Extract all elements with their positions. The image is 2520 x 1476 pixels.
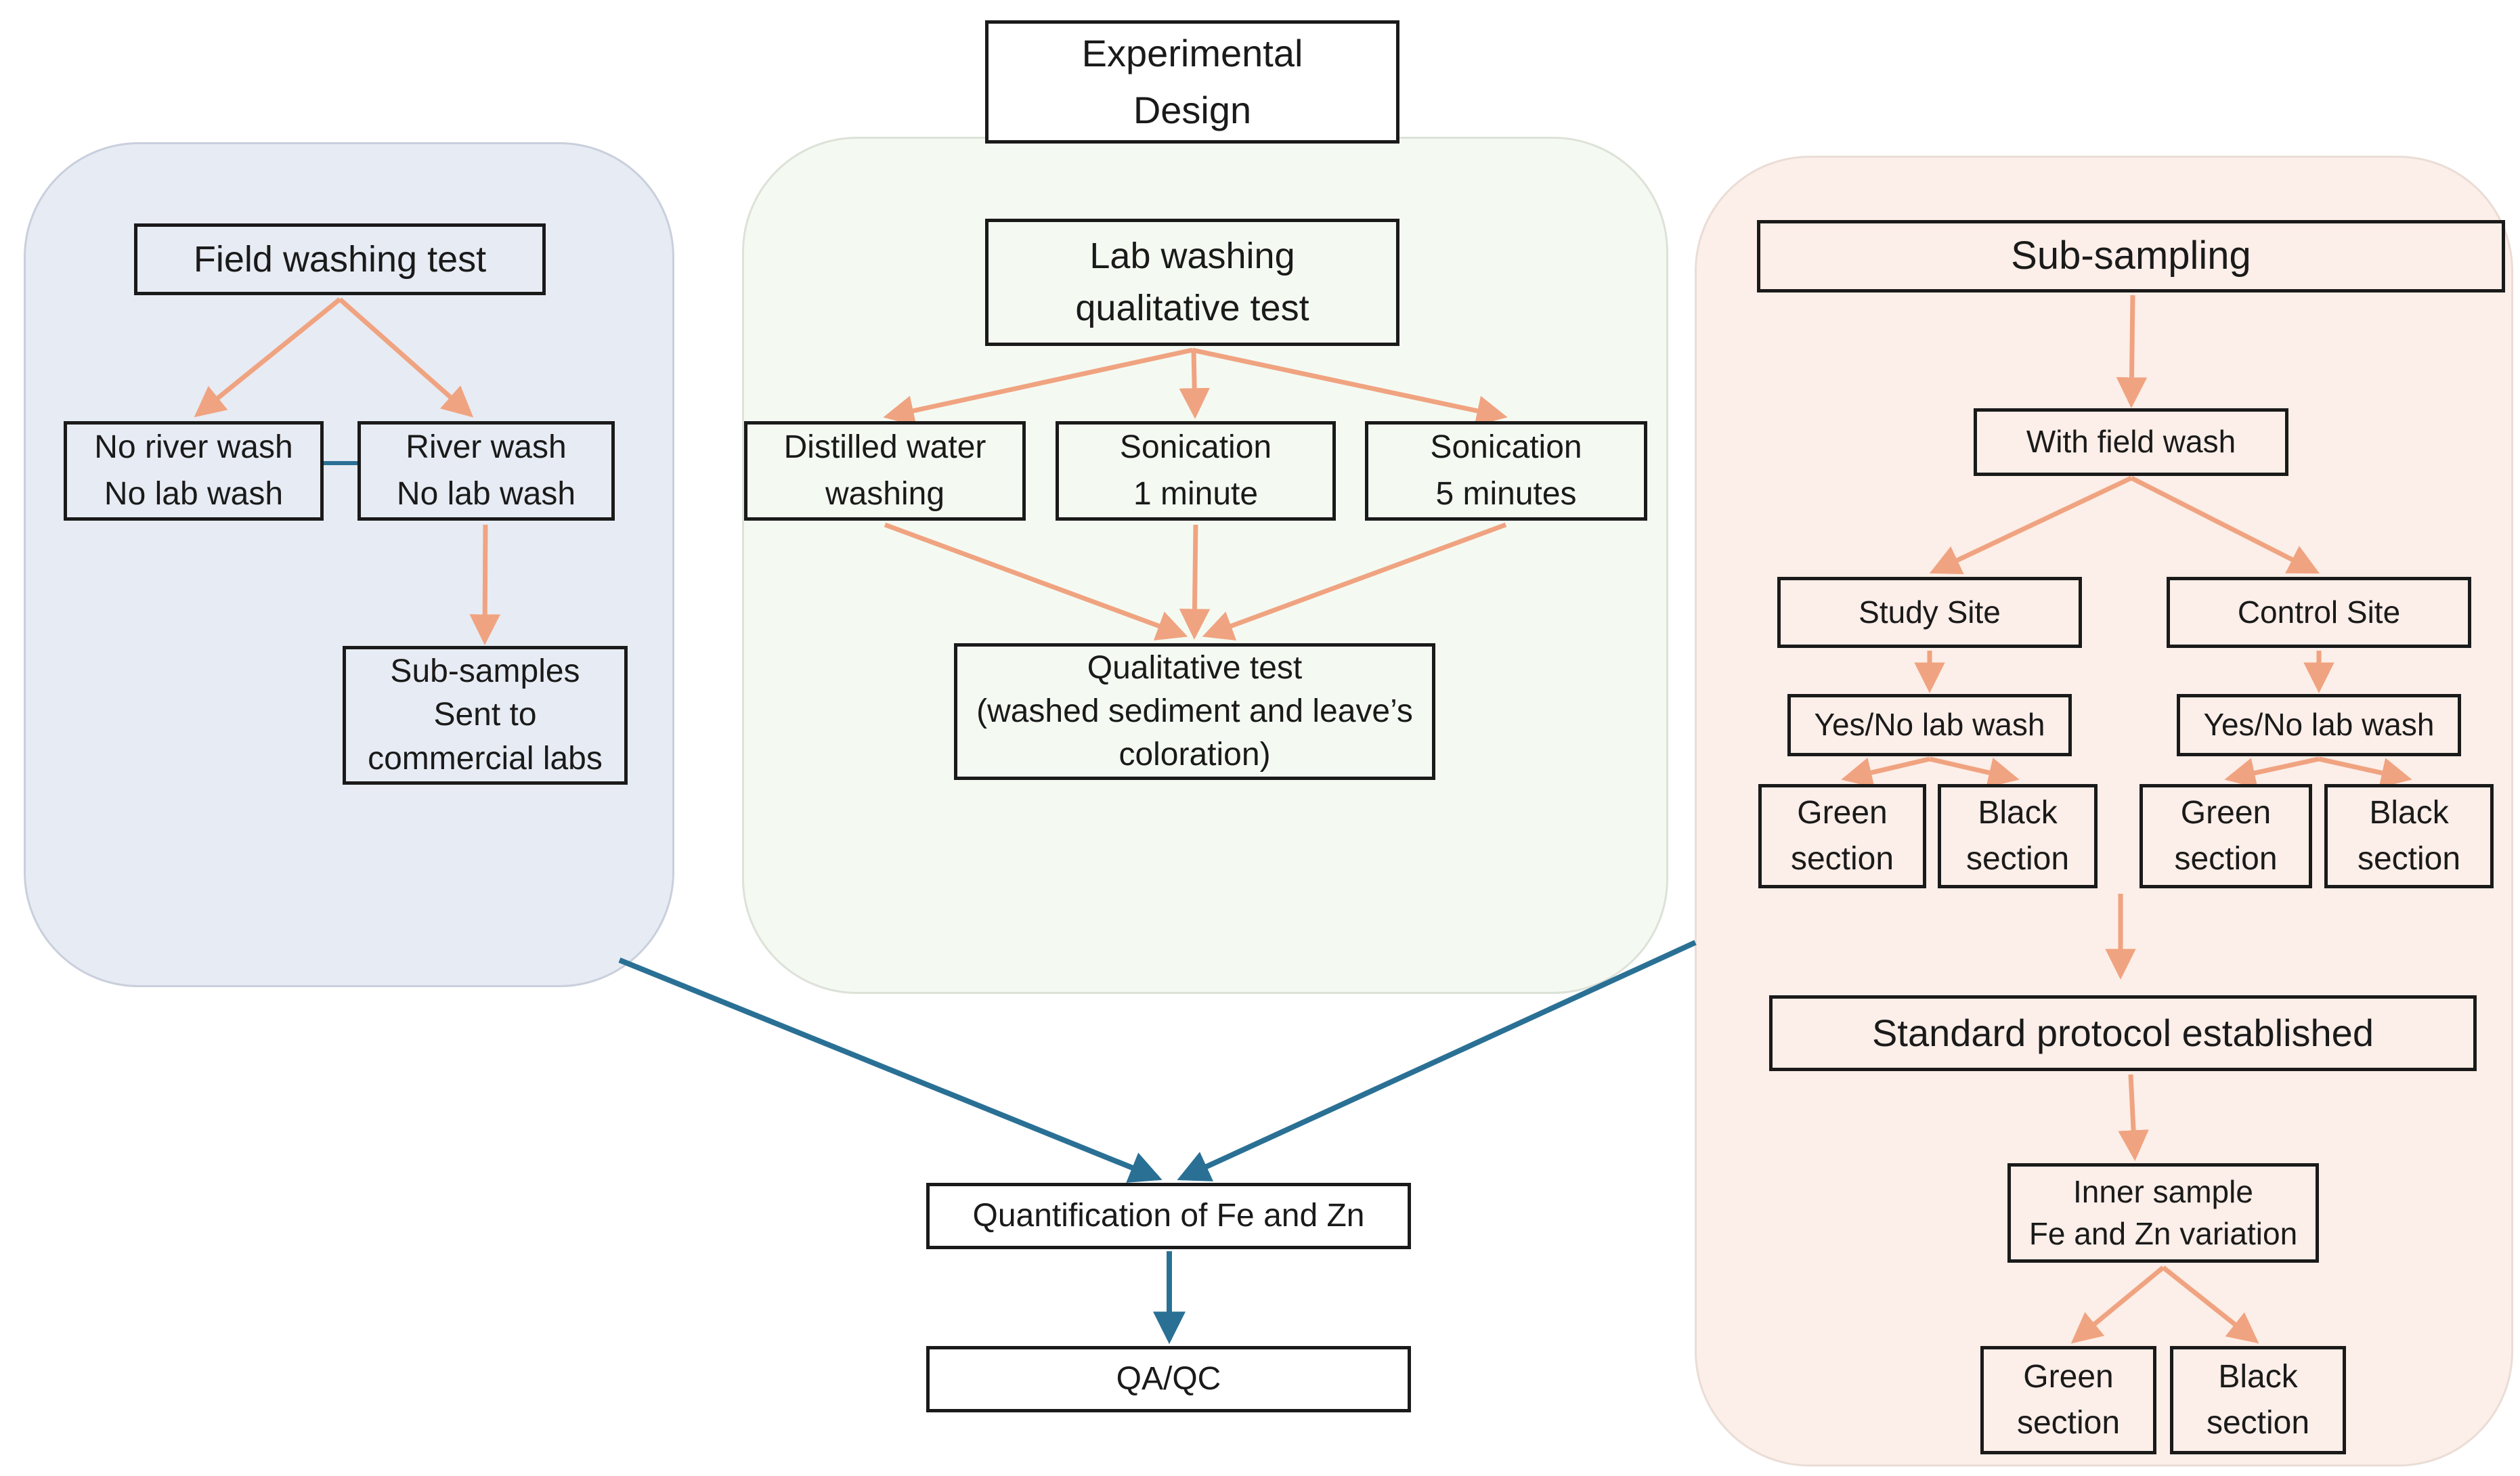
box-qa-qc: QA/QC	[926, 1346, 1411, 1412]
box-green-section-study: Green section	[1758, 784, 1926, 888]
arrow-yesno-to-green-control	[2224, 756, 2320, 788]
arrow-subsampling-to-fieldwash	[2116, 295, 2148, 408]
box-sub-samples: Sub-samples Sent to commercial labs	[343, 646, 628, 785]
arrow-standard-to-inner	[2118, 1074, 2149, 1161]
arrow-lab-to-sonication1	[1179, 349, 1210, 419]
box-sonication-1: Sonication 1 minute	[1056, 421, 1336, 521]
box-yesno-lab-wash-study: Yes/No lab wash	[1787, 694, 2072, 756]
arrow-sonication5-to-qualitative	[1202, 522, 1507, 641]
box-sub-sampling: Sub-sampling	[1757, 220, 2505, 292]
box-distilled-water: Distilled water washing	[744, 421, 1026, 521]
arrow-leftpanel-to-quantification	[618, 957, 1163, 1183]
box-study-site: Study Site	[1777, 577, 2082, 648]
arrow-lab-to-distilled	[883, 347, 1193, 426]
box-sonication-5: Sonication 5 minutes	[1365, 421, 1647, 521]
box-field-washing-test: Field washing test	[134, 223, 546, 295]
arrow-inner-to-black	[2161, 1265, 2259, 1344]
box-quantification: Quantification of Fe and Zn	[926, 1183, 1411, 1249]
box-black-section-control: Black section	[2324, 784, 2494, 888]
box-black-section-inner: Black section	[2170, 1346, 2346, 1454]
arrow-lab-to-sonication5	[1192, 347, 1508, 427]
arrow-fieldwash-to-control	[2130, 475, 2320, 574]
box-black-section-study: Black section	[1938, 784, 2098, 888]
box-lab-washing-test: Lab washing qualitative test	[985, 219, 1399, 346]
box-standard-protocol: Standard protocol established	[1769, 995, 2477, 1071]
arrow-field-to-river	[338, 297, 474, 418]
box-green-section-control: Green section	[2139, 784, 2312, 888]
arrow-inner-to-green	[2070, 1265, 2165, 1344]
arrow-yesno-to-green-study	[1841, 756, 1930, 788]
box-no-river-wash: No river wash No lab wash	[64, 421, 324, 521]
box-qualitative-test: Qualitative test (washed sediment and le…	[954, 643, 1435, 780]
box-inner-sample: Inner sample Fe and Zn variation	[2007, 1163, 2319, 1263]
arrow-fieldwash-to-study	[1929, 475, 2133, 575]
box-with-field-wash: With field wash	[1974, 408, 2288, 476]
box-river-wash: River wash No lab wash	[357, 421, 615, 521]
box-green-section-inner: Green section	[1980, 1346, 2156, 1454]
box-control-site: Control Site	[2167, 577, 2471, 648]
arrow-yesno-to-black-control	[2318, 756, 2412, 788]
title-experimental-design: Experimental Design	[985, 20, 1399, 144]
arrow-rightpanel-to-quantification	[1177, 940, 1697, 1181]
arrow-sonication1-to-qualitative	[1179, 524, 1211, 640]
arrow-distilled-to-qualitative	[884, 522, 1188, 641]
arrow-yesno-to-black-study	[1929, 756, 2020, 788]
box-yesno-lab-wash-control: Yes/No lab wash	[2177, 694, 2461, 756]
arrow-field-to-noriver	[194, 297, 342, 418]
